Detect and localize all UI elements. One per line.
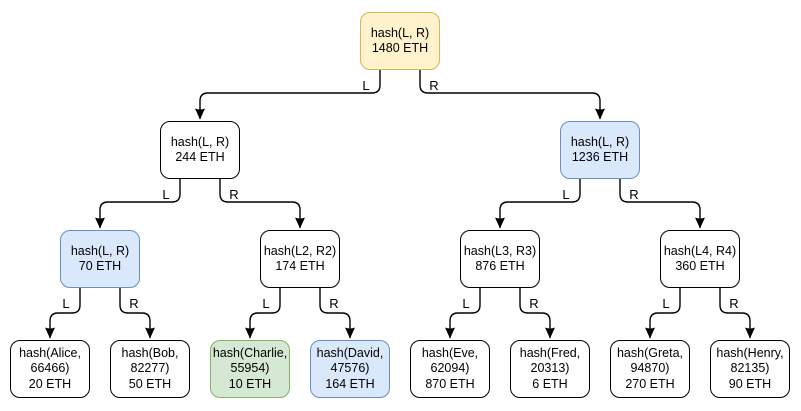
- edge-nl-left: [95, 179, 181, 229]
- node-amount-label: 870 ETH: [425, 376, 475, 391]
- edge-label: L: [262, 296, 269, 311]
- node-hash-label: hash(Eve, 62094): [421, 345, 479, 376]
- edge-label: R: [229, 187, 238, 202]
- node-hash-label: hash(L4, R4): [663, 243, 737, 258]
- node-amount-label: 90 ETH: [728, 376, 772, 391]
- tree-node-left: hash(L, R) 244 ETH: [160, 121, 240, 179]
- edge-label: L: [562, 187, 569, 202]
- edge-label: L: [62, 296, 69, 311]
- node-hash-label: hash(Greta, 94870): [616, 345, 683, 376]
- node-hash-label: hash(L, R): [70, 243, 130, 258]
- leaf-node-charlie: hash(Charlie, 55954) 10 ETH: [210, 340, 290, 398]
- node-amount-label: 270 ETH: [625, 376, 675, 391]
- edge-label: R: [129, 296, 138, 311]
- edge-nr-left: [495, 179, 581, 229]
- edge-nr-right: [619, 179, 705, 229]
- node-amount-label: 10 ETH: [228, 376, 272, 391]
- leaf-node-alice: hash(Alice, 66466) 20 ETH: [10, 340, 90, 398]
- node-amount-label: 360 ETH: [675, 259, 725, 273]
- node-hash-label: hash(Bob, 82277): [121, 345, 179, 376]
- edge-nrl-right: [519, 288, 555, 339]
- leaf-node-bob: hash(Bob, 82277) 50 ETH: [110, 340, 190, 398]
- node-hash-label: hash(L2, R2): [263, 243, 337, 258]
- tree-node-left-left: hash(L, R) 70 ETH: [60, 230, 140, 288]
- node-hash-label: hash(L, R): [370, 25, 430, 40]
- edge-nrr-left: [645, 288, 681, 339]
- tree-node-right-left: hash(L3, R3) 876 ETH: [460, 230, 540, 288]
- edge-nll-left: [45, 288, 81, 339]
- node-hash-label: hash(David, 47576): [316, 345, 384, 376]
- tree-node-right-right: hash(L4, R4) 360 ETH: [660, 230, 740, 288]
- edge-label: L: [462, 296, 469, 311]
- edge-root-left: [195, 70, 381, 120]
- node-hash-label: hash(Alice, 66466): [19, 345, 81, 376]
- node-amount-label: 174 ETH: [275, 259, 325, 273]
- node-amount-label: 50 ETH: [128, 376, 172, 391]
- edge-label: R: [529, 296, 538, 311]
- leaf-node-david: hash(David, 47576) 164 ETH: [310, 340, 390, 398]
- edge-nlr-right: [319, 288, 355, 339]
- node-hash-label: hash(L3, R3): [463, 243, 537, 258]
- edge-label: L: [162, 187, 169, 202]
- node-amount-label: 20 ETH: [28, 376, 72, 391]
- edge-nrr-right: [719, 288, 755, 339]
- node-amount-label: 876 ETH: [475, 259, 525, 273]
- node-hash-label: hash(Charlie, 55954): [212, 345, 288, 376]
- leaf-node-greta: hash(Greta, 94870) 270 ETH: [610, 340, 690, 398]
- leaf-node-fred: hash(Fred, 20313) 6 ETH: [510, 340, 590, 398]
- edge-label: L: [362, 78, 369, 93]
- edge-root-right: [419, 70, 605, 120]
- leaf-node-eve: hash(Eve, 62094) 870 ETH: [410, 340, 490, 398]
- node-amount-label: 1480 ETH: [371, 41, 429, 55]
- node-amount-label: 6 ETH: [532, 376, 568, 391]
- node-amount-label: 70 ETH: [78, 259, 122, 273]
- node-amount-label: 244 ETH: [175, 150, 225, 164]
- edge-label: R: [329, 296, 338, 311]
- edge-nrl-left: [445, 288, 481, 339]
- node-hash-label: hash(Fred, 20313): [519, 345, 581, 376]
- edge-label: L: [662, 296, 669, 311]
- edge-nl-right: [219, 179, 305, 229]
- node-hash-label: hash(Henry, 82135): [716, 345, 784, 376]
- node-amount-label: 164 ETH: [325, 376, 375, 391]
- edge-nll-right: [119, 288, 155, 339]
- edge-label: R: [729, 296, 738, 311]
- node-hash-label: hash(L, R): [170, 134, 230, 149]
- tree-node-left-right: hash(L2, R2) 174 ETH: [260, 230, 340, 288]
- edge-label: R: [429, 78, 438, 93]
- node-amount-label: 1236 ETH: [571, 150, 629, 164]
- tree-node-root: hash(L, R) 1480 ETH: [360, 12, 440, 70]
- edge-nlr-left: [245, 288, 281, 339]
- node-hash-label: hash(L, R): [570, 134, 630, 149]
- edge-label: R: [629, 187, 638, 202]
- leaf-node-henry: hash(Henry, 82135) 90 ETH: [710, 340, 790, 398]
- tree-node-right: hash(L, R) 1236 ETH: [560, 121, 640, 179]
